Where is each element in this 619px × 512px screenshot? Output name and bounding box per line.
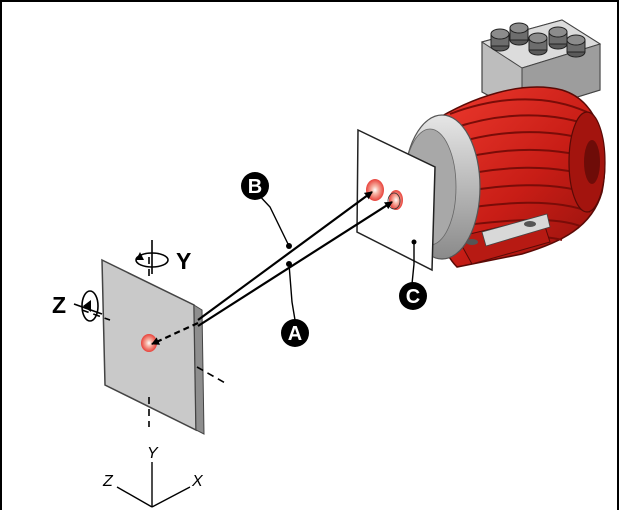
- callout-c-label: C: [406, 286, 420, 308]
- reflector-panel: [101, 258, 205, 435]
- rotation-y-label: Y: [176, 248, 191, 274]
- rotation-y-indicator: [135, 240, 169, 274]
- laser-beams: [151, 191, 393, 346]
- axis-line-x-right: [196, 366, 228, 385]
- rotation-z-label: Z: [52, 292, 66, 318]
- coordinate-triad: [116, 462, 191, 508]
- cable-glands: [490, 22, 586, 58]
- target-panel-c: [356, 128, 436, 272]
- beam-a: [197, 201, 393, 327]
- triad-x-label: X: [191, 473, 204, 490]
- callout-c: C: [399, 282, 427, 310]
- callout-b-label: B: [248, 176, 262, 198]
- callout-b: B: [241, 172, 269, 200]
- rotation-z-indicator: [73, 290, 103, 322]
- laser-spot-b: [366, 179, 384, 201]
- triad-y-label: Y: [147, 445, 159, 462]
- beam-b: [197, 191, 373, 321]
- motor-assembly: [403, 19, 606, 268]
- callout-a: A: [281, 319, 309, 347]
- triad-z-label: Z: [102, 473, 114, 490]
- laser-spot-origin: [141, 334, 157, 352]
- beam-return: [151, 321, 199, 346]
- callout-a-label: A: [288, 323, 302, 345]
